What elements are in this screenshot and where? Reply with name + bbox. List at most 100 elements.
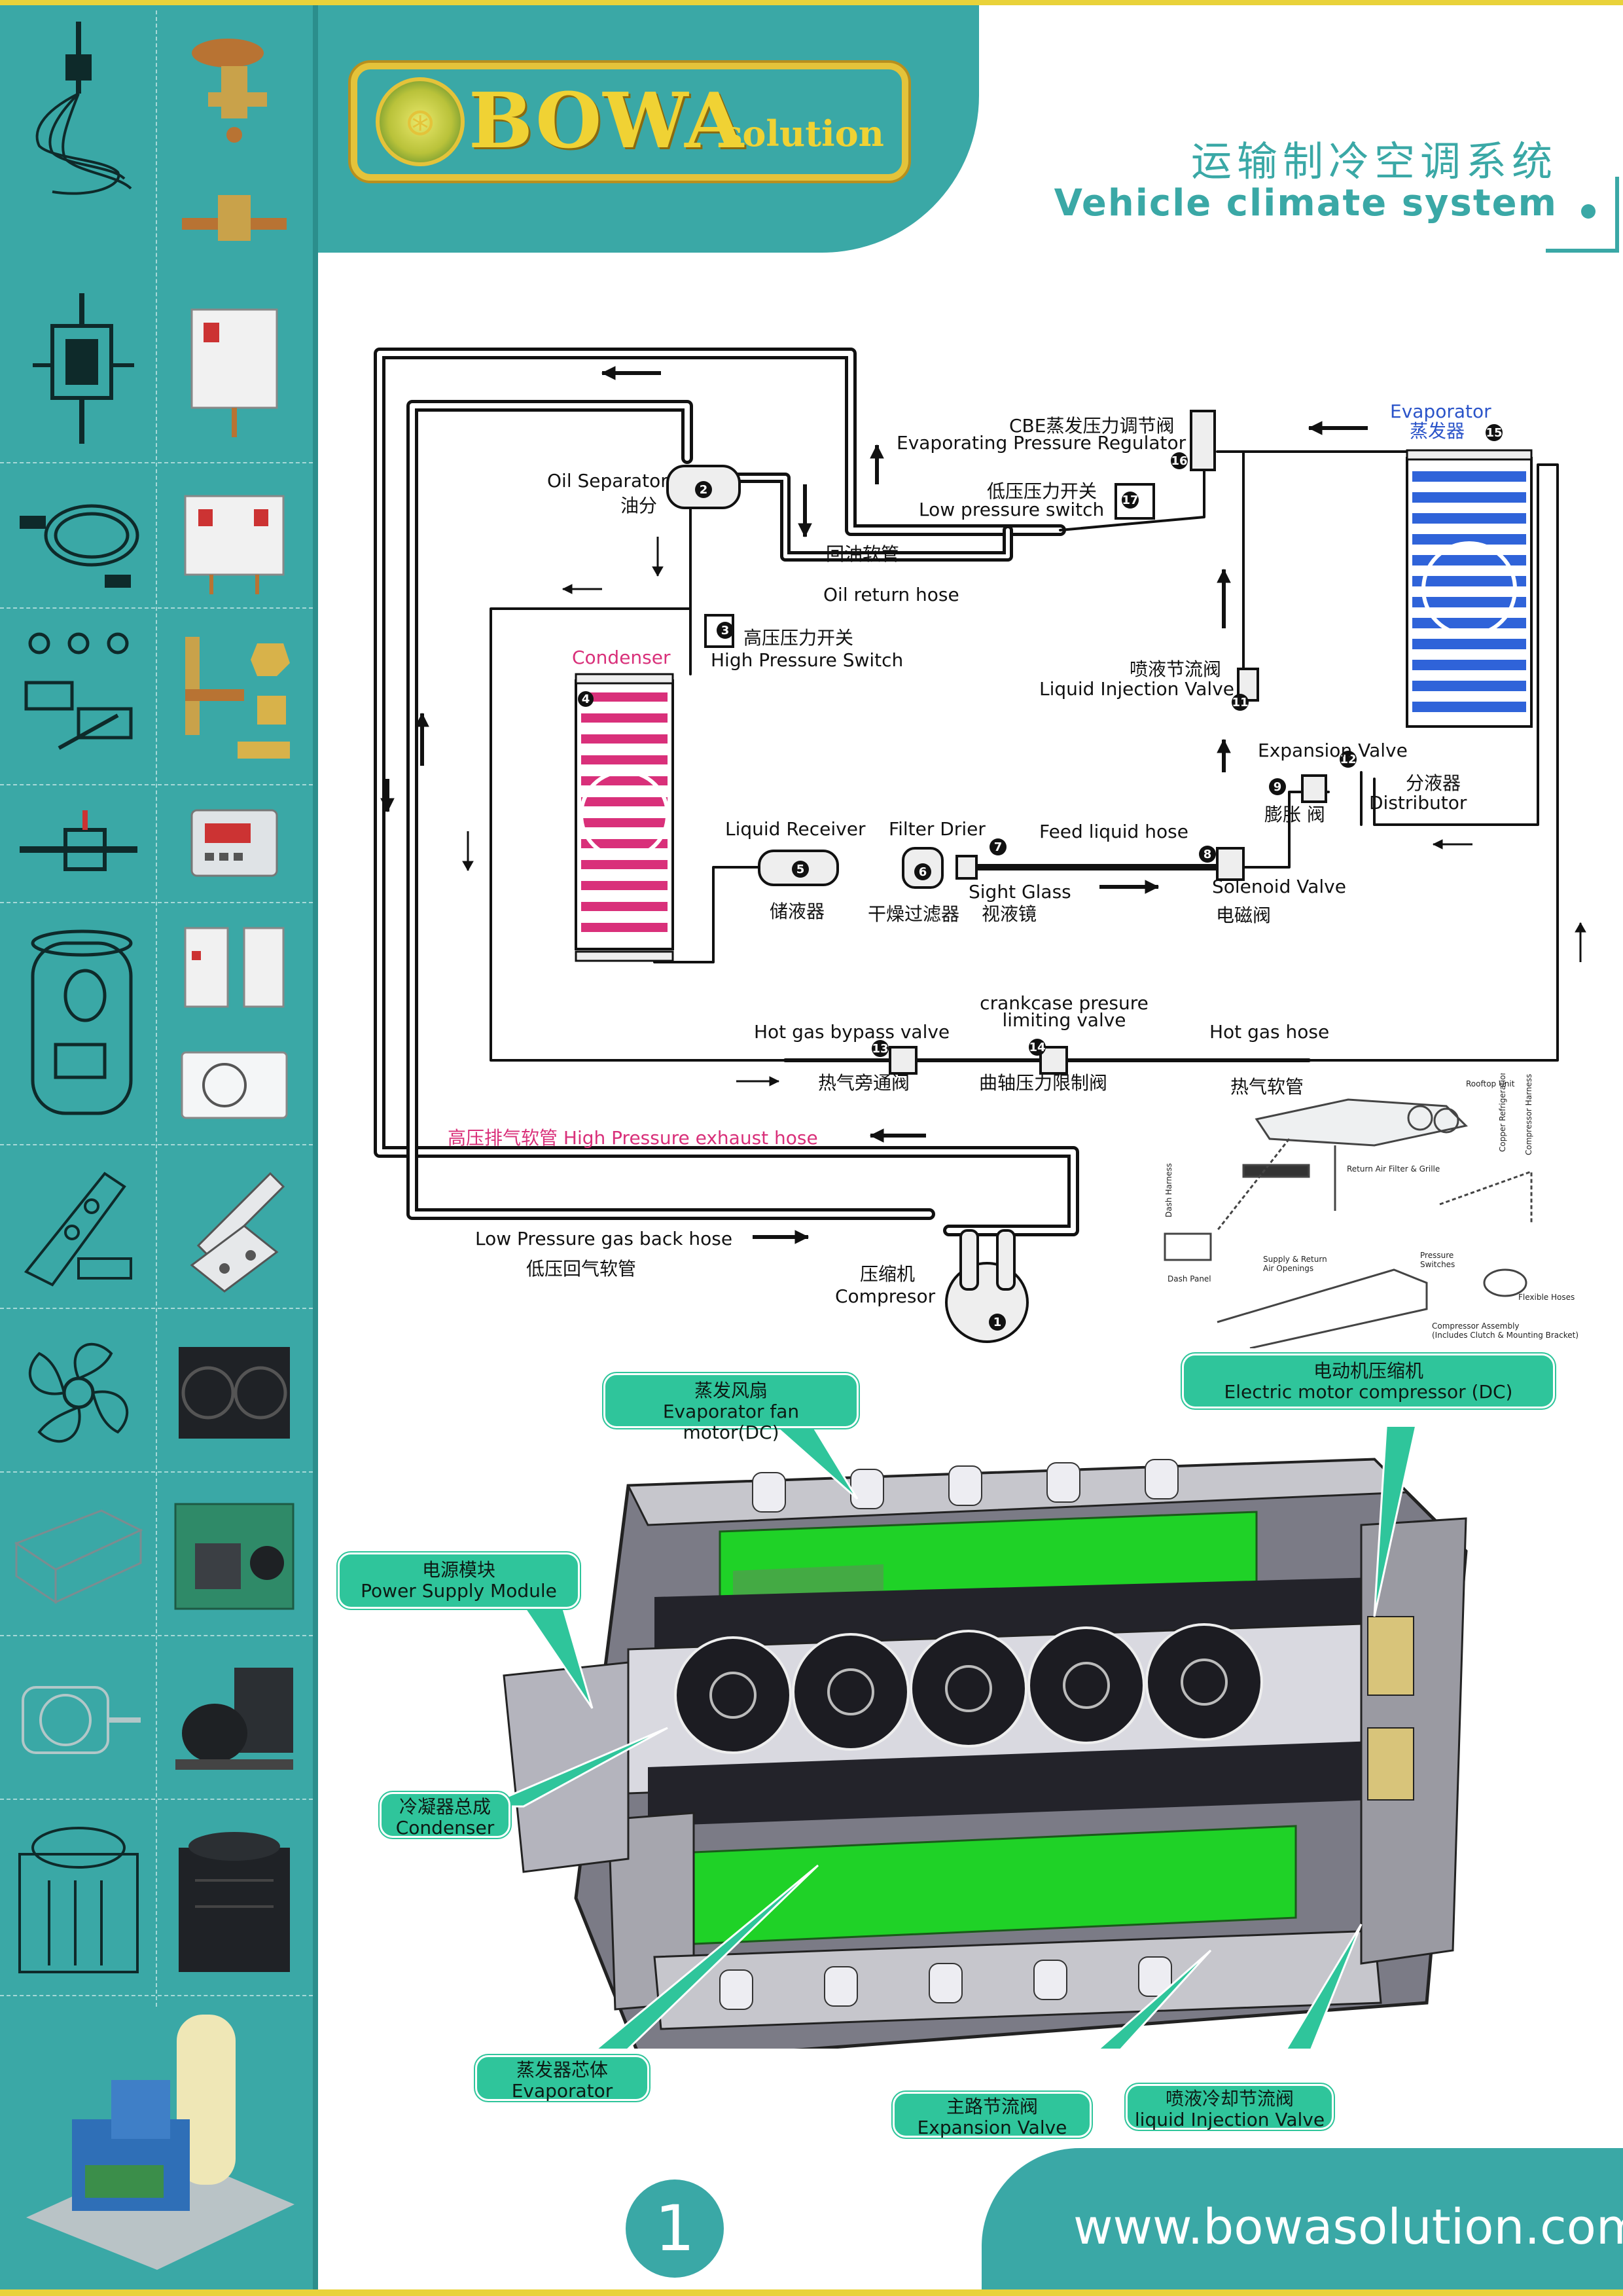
oil-return-label-cn: 回油软管 [826, 543, 900, 565]
callout-expansion-valve-cn: 主路节流阀 [946, 2096, 1038, 2117]
badge-3: 3 [721, 624, 730, 637]
thumb-skid-unit[interactable] [7, 1995, 308, 2283]
inset-filter-label: Return Air Filter & Grille [1347, 1164, 1440, 1174]
liquid-injection-label-cn: 喷液节流阀 [1130, 658, 1222, 680]
inset-supply-label-2: Air Openings [1263, 1264, 1313, 1273]
inset-harness-label: Compressor Harness [1524, 1074, 1533, 1155]
sight-glass-icon [20, 810, 137, 871]
badge-16: 16 [1171, 454, 1187, 468]
feed-hose-label: Feed liquid hose [1039, 821, 1188, 842]
title-dot [1581, 204, 1596, 219]
thumb-access-valve[interactable] [7, 620, 151, 778]
thumb-relay[interactable] [162, 912, 306, 1023]
callout-evaporator-cn: 蒸发器芯体 [516, 2059, 608, 2081]
callout-expansion-valve-en: Expansion Valve [917, 2117, 1067, 2138]
inset-switches-label: Pressure [1420, 1251, 1454, 1260]
thumb-sight-glass[interactable] [7, 791, 151, 895]
thumb-digital-controller[interactable] [162, 791, 306, 895]
thumb-bracket[interactable] [7, 1157, 151, 1301]
thumb-compressor[interactable] [7, 912, 151, 1138]
thumb-pressure-switch[interactable] [162, 293, 306, 450]
sight-glass [955, 855, 978, 880]
callout-liquid-injection-en: liquid Injection Valve [1134, 2109, 1325, 2130]
badge-4: 4 [582, 692, 590, 706]
badge-2: 2 [700, 483, 708, 497]
epr-valve [1190, 410, 1216, 471]
bottom-accent-bar [0, 2289, 1623, 2296]
thumb-air-handler[interactable] [7, 1484, 151, 1628]
callout-power-supply: 电源模块 Power Supply Module [338, 1552, 580, 1609]
inset-assembly-label: Compressor Assembly [1432, 1321, 1520, 1331]
hot-hose-label-en: Hot gas hose [1209, 1021, 1330, 1043]
access-valve-icon [24, 632, 133, 750]
callout-liquid-injection-cn: 喷液冷却节流阀 [1165, 2088, 1294, 2109]
callout-evaporator-fan-en: Evaporator fan motor(DC) [662, 1401, 800, 1443]
hot-hose-label-cn: 热气软管 [1230, 1076, 1304, 1098]
thumb-manifold[interactable] [7, 280, 151, 463]
cbe-label-cn: CBE蒸发压力调节阀 [1009, 415, 1175, 437]
distributor-label-en: Distributor [1369, 792, 1467, 814]
bus-inset: Rooftop Unit Return Air Filter & Grille … [1164, 1073, 1578, 1348]
badge-7: 7 [994, 840, 1003, 854]
badge-6: 6 [919, 865, 927, 879]
thumb-heat-pump[interactable] [162, 1812, 306, 1982]
condenser-coil [575, 673, 674, 962]
thumb-pressure-switch-dual[interactable] [162, 476, 306, 607]
callout-evaporator-en: Evaporator [511, 2080, 613, 2102]
thumb-cabinet[interactable] [7, 1812, 151, 1982]
expansion-valve-icon [192, 39, 267, 143]
thumb-valve[interactable] [7, 12, 151, 208]
inset-assembly-label-2: (Includes Clutch & Mounting Bracket) [1432, 1331, 1578, 1340]
thumb-expansion-valve[interactable] [162, 17, 306, 154]
thumb-condenser[interactable] [162, 1321, 306, 1465]
inset-switches-label-2: Switches [1420, 1260, 1455, 1269]
receiver-label-cn: 储液器 [770, 901, 825, 922]
badge-8: 8 [1204, 848, 1212, 861]
callout-power-supply-en: Power Supply Module [361, 1580, 557, 1602]
refrigeration-diagram: 1 2 3 4 5 6 7 8 9 11 12 13 14 15 16 17 [374, 348, 1586, 1343]
air-handler-icon [14, 1509, 143, 1604]
solenoid-icon [182, 195, 287, 241]
evaporator-unit-icon [181, 1051, 288, 1119]
sight-glass-label-en: Sight Glass [969, 881, 1071, 903]
thumbnail-grid [0, 5, 313, 2289]
callout-motor-compressor-cn: 电动机压缩机 [1313, 1360, 1423, 1382]
badge-13: 13 [872, 1042, 888, 1056]
badge-12: 12 [1340, 753, 1356, 766]
sidebar-divider [156, 10, 157, 2007]
footer-band [982, 2148, 1623, 2289]
thumb-evaporator[interactable] [162, 1033, 306, 1138]
page-title-en: Vehicle climate system [1054, 182, 1558, 224]
crankcase-label-cn: 曲轴压力限制阀 [979, 1072, 1108, 1094]
receiver-label-en: Liquid Receiver [725, 818, 866, 840]
top-accent-bar [0, 0, 1623, 5]
heat-pump-icon [179, 1832, 290, 1972]
cbe-label-en: Evaporating Pressure Regulator [897, 432, 1186, 454]
fan-icon [28, 1342, 129, 1443]
badge-14: 14 [1029, 1041, 1045, 1054]
oil-separator-label-en: Oil Separator [547, 470, 668, 492]
thumb-hinge[interactable] [162, 1157, 306, 1301]
badge-15: 15 [1486, 426, 1502, 440]
compressor-unit-icon [175, 1668, 293, 1770]
thumb-solenoid[interactable] [162, 169, 306, 274]
sidebar-edge [313, 5, 318, 2289]
lp-return-label-cn: 低压回气软管 [526, 1258, 637, 1280]
bracket-icon [24, 1172, 132, 1287]
callout-expansion-valve: 主路节流阀 Expansion Valve [893, 2092, 1092, 2138]
low-switch-label-en: Low pressure switch [919, 499, 1105, 520]
badge-11: 11 [1232, 696, 1248, 709]
thumb-compressor-unit[interactable] [162, 1648, 306, 1792]
website-link[interactable]: www.bowasolution.com [1073, 2199, 1623, 2255]
hot-bypass-label-cn: 热气旁通阀 [818, 1072, 910, 1094]
digital-controller-icon [190, 809, 278, 877]
thumb-fitting[interactable] [162, 620, 306, 778]
title-corner-bracket [1546, 177, 1619, 253]
thumb-hose[interactable] [7, 476, 151, 607]
thumb-condensing-unit[interactable] [162, 1484, 306, 1628]
oil-separator-label-cn: 油分 [620, 495, 658, 516]
liquid-injection-label-en: Liquid Injection Valve [1039, 678, 1235, 700]
thumb-fan[interactable] [7, 1321, 151, 1465]
crankcase-valve [1039, 1046, 1068, 1075]
thumb-motor[interactable] [7, 1648, 151, 1792]
